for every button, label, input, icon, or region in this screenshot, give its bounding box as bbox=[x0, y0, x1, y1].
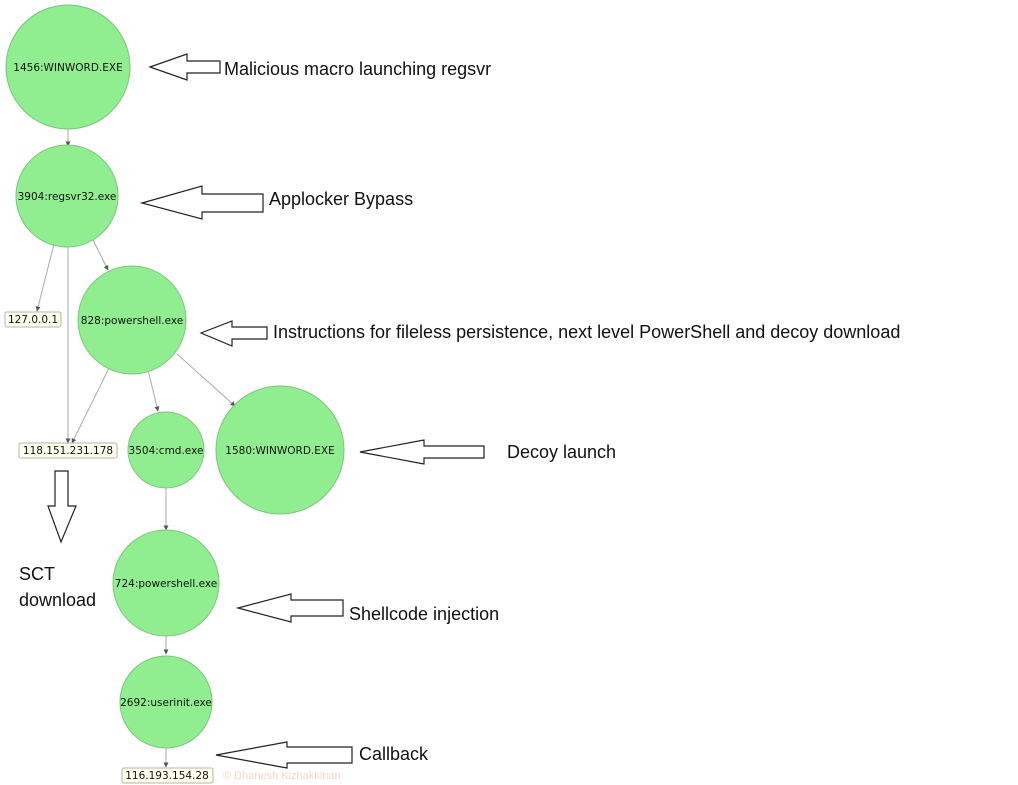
ip-node-loopback-box bbox=[4, 311, 62, 328]
edge-regsvr32-to-loopback bbox=[35, 243, 55, 312]
ip-node-loopback-label: 127.0.0.1 bbox=[8, 314, 58, 326]
ip-node-callback-host[interactable]: 116.193.154.28 bbox=[121, 767, 214, 784]
node-userinit-2692-circle bbox=[119, 655, 213, 749]
ip-node-sct-host-box bbox=[18, 442, 118, 459]
node-powershell-828[interactable]: 828:powershell.exe bbox=[77, 265, 187, 375]
annotation-applocker: Applocker Bypass bbox=[269, 189, 413, 209]
annotation-sct-line1: SCT bbox=[19, 564, 55, 584]
node-winword-1580-label: 1580:WINWORD.EXE bbox=[225, 445, 334, 457]
annotation-decoy: Decoy launch bbox=[507, 442, 616, 462]
node-cmd-3504-label: 3504:cmd.exe bbox=[129, 445, 204, 457]
node-userinit-2692[interactable]: 2692:userinit.exe bbox=[119, 655, 213, 749]
node-winword-1456[interactable]: 1456:WINWORD.EXE bbox=[5, 4, 131, 130]
node-cmd-3504[interactable]: 3504:cmd.exe bbox=[127, 411, 205, 489]
annotation-fileless: Instructions for fileless persistence, n… bbox=[273, 322, 900, 342]
down-arrow-icon bbox=[47, 470, 77, 544]
ip-node-sct-host-label: 118.151.231.178 bbox=[23, 445, 113, 457]
node-powershell-828-label: 828:powershell.exe bbox=[81, 315, 183, 327]
left-arrow-icon bbox=[235, 593, 344, 623]
annotation-shellcode: Shellcode injection bbox=[349, 604, 499, 624]
edge-powershell-828-to-winword-1580 bbox=[176, 353, 236, 407]
annotations: Malicious macro launching regsvr Applock… bbox=[19, 59, 900, 764]
ip-node-loopback[interactable]: 127.0.0.1 bbox=[4, 311, 62, 328]
node-regsvr32-3904-circle bbox=[15, 144, 119, 248]
node-cmd-3504-circle bbox=[127, 411, 205, 489]
edge-powershell-828-to-cmd bbox=[147, 369, 160, 412]
annotation-arrows bbox=[47, 53, 485, 769]
process-nodes: 1456:WINWORD.EXE 3904:regsvr32.exe 828:p… bbox=[5, 4, 345, 749]
node-powershell-724[interactable]: 724:powershell.exe bbox=[112, 529, 220, 637]
edge-regsvr32-to-powershell-828 bbox=[92, 239, 109, 271]
node-winword-1456-label: 1456:WINWORD.EXE bbox=[13, 62, 122, 74]
left-arrow-icon bbox=[199, 320, 268, 347]
node-regsvr32-3904-label: 3904:regsvr32.exe bbox=[18, 191, 117, 203]
ip-node-callback-host-box bbox=[121, 767, 214, 784]
node-regsvr32-3904[interactable]: 3904:regsvr32.exe bbox=[15, 144, 119, 248]
annotation-sct-line2: download bbox=[19, 590, 96, 610]
left-arrow-icon bbox=[139, 185, 264, 220]
annotation-macro: Malicious macro launching regsvr bbox=[224, 59, 491, 79]
node-powershell-828-circle bbox=[77, 265, 187, 375]
node-powershell-724-label: 724:powershell.exe bbox=[115, 578, 217, 590]
ip-nodes: 127.0.0.1 118.151.231.178 116.193.154.28 bbox=[4, 311, 214, 784]
watermark: © Dhanesh Kizhakkinan bbox=[223, 770, 341, 782]
node-winword-1580[interactable]: 1580:WINWORD.EXE bbox=[215, 385, 345, 515]
edge-powershell-828-to-sct-host bbox=[71, 365, 111, 444]
annotation-callback: Callback bbox=[359, 744, 429, 764]
node-winword-1580-circle bbox=[215, 385, 345, 515]
node-userinit-2692-label: 2692:userinit.exe bbox=[120, 697, 212, 709]
left-arrow-icon bbox=[359, 439, 485, 465]
ip-node-sct-host[interactable]: 118.151.231.178 bbox=[18, 442, 118, 459]
left-arrow-icon bbox=[215, 741, 353, 769]
left-arrow-icon bbox=[148, 53, 221, 81]
node-powershell-724-circle bbox=[112, 529, 220, 637]
edges bbox=[35, 126, 236, 768]
ip-node-callback-host-label: 116.193.154.28 bbox=[125, 770, 209, 782]
node-winword-1456-circle bbox=[5, 4, 131, 130]
